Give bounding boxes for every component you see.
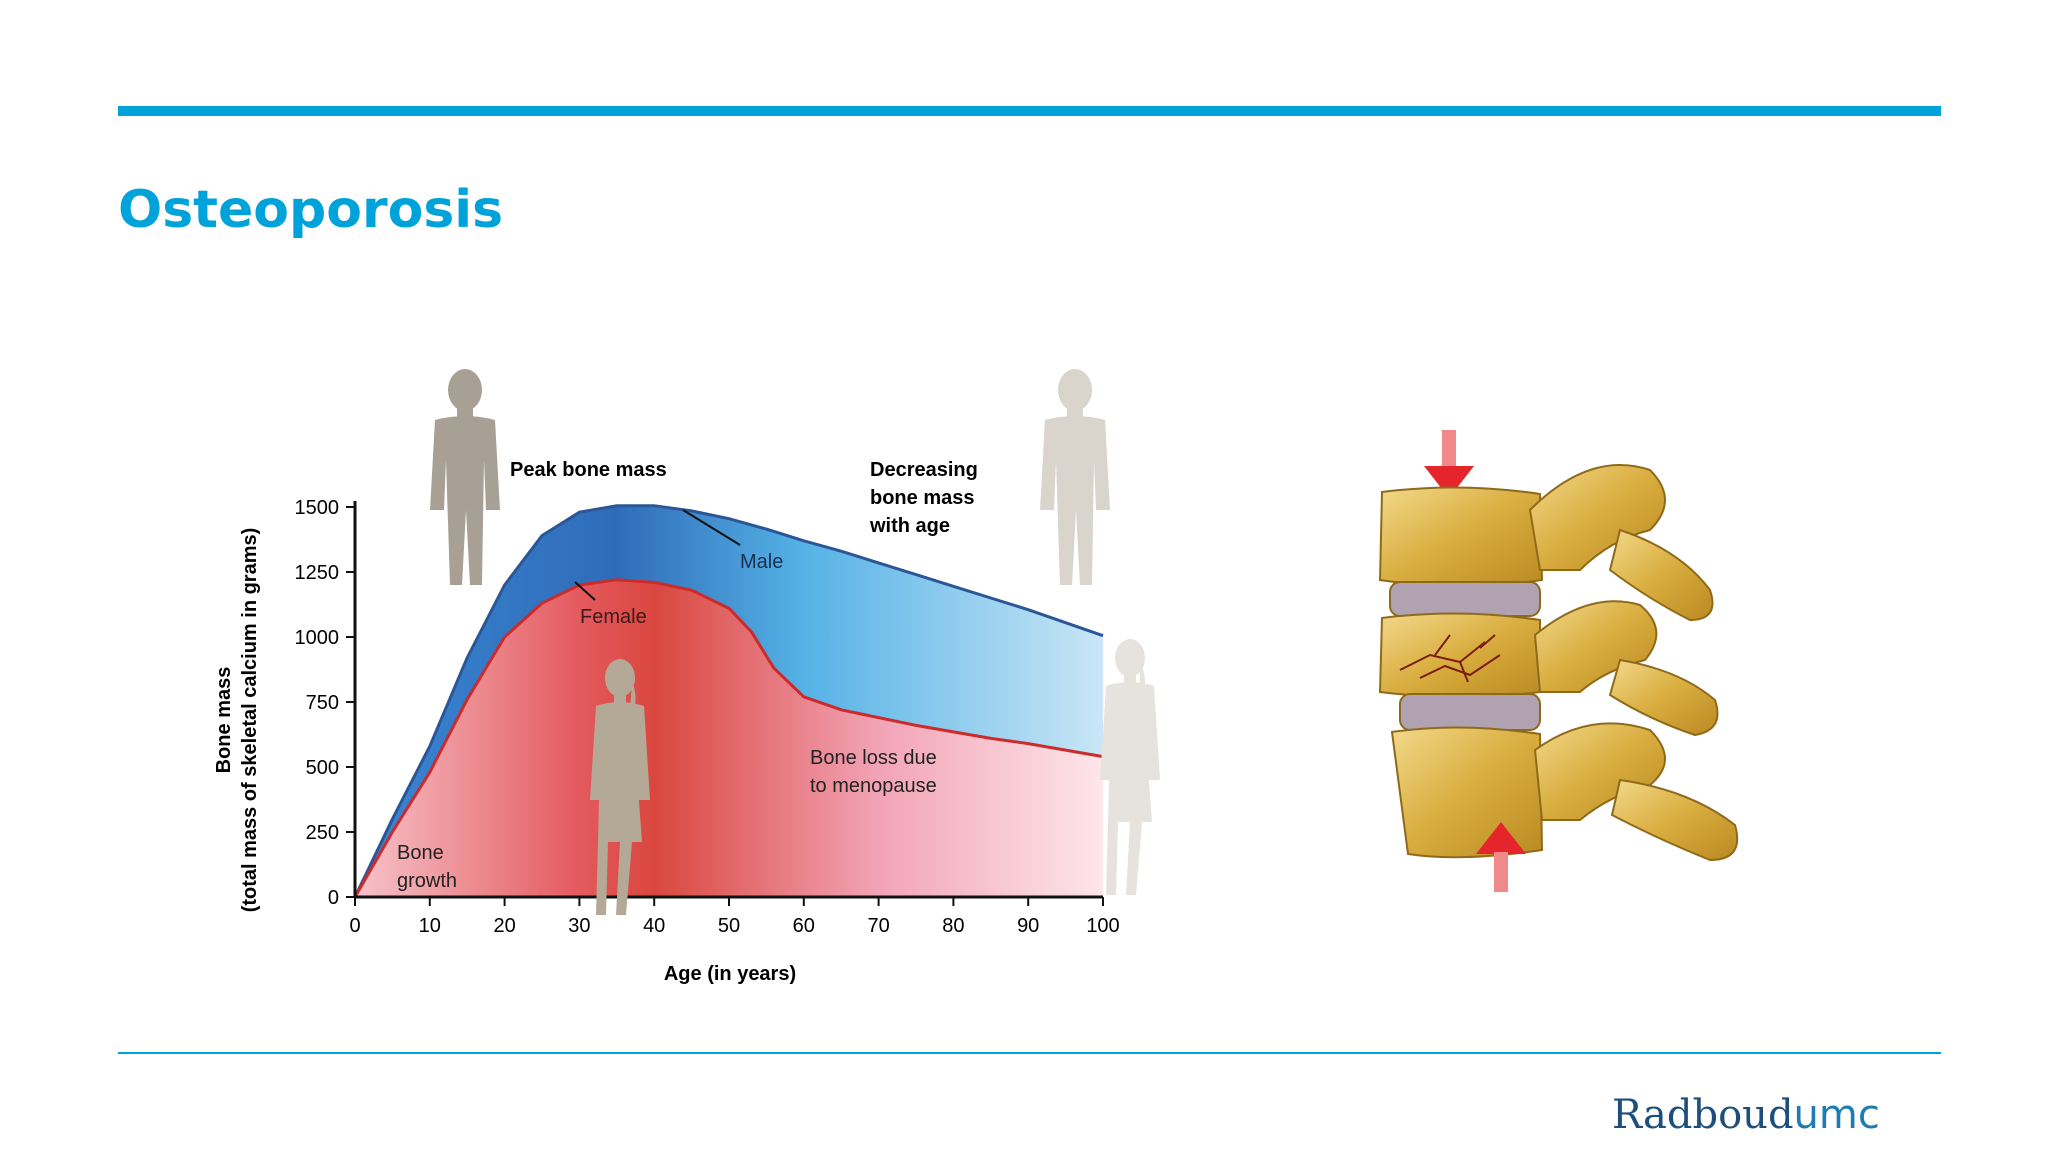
title-accent-bar <box>118 106 1941 116</box>
menopause-label-line1: Bone loss due <box>810 747 937 769</box>
female-series-line <box>353 578 1104 898</box>
y-tick-label: 0 <box>328 887 339 909</box>
female-leader-line <box>574 581 596 601</box>
bone-growth-label-line2: growth <box>397 870 457 892</box>
peak-bone-mass-label: Peak bone mass <box>510 459 667 481</box>
y-tick-label: 1500 <box>295 497 340 519</box>
vertebra-stack-icon <box>1378 464 1739 862</box>
radboudumc-logo: Radboudumc <box>1612 1092 1880 1138</box>
x-tick-label: 50 <box>718 915 740 937</box>
y-tick-label: 1250 <box>295 562 340 584</box>
compression-arrow-top-icon <box>1424 430 1474 498</box>
y-tick-label: 250 <box>306 822 339 844</box>
slide-title: Osteoporosis <box>118 180 504 240</box>
x-tick-label: 60 <box>793 915 815 937</box>
female-bone-mass-area <box>355 579 1103 897</box>
male-figure-old-icon <box>1040 369 1110 585</box>
y-tick-label: 750 <box>306 692 339 714</box>
x-tick-label: 70 <box>867 915 889 937</box>
compression-arrow-bottom-icon <box>1476 822 1526 892</box>
decreasing-label-line1: Decreasing <box>870 459 978 481</box>
decreasing-label-line2: bone mass <box>870 487 974 509</box>
x-tick-label: 30 <box>568 915 590 937</box>
y-axis-title-line1: Bone mass <box>213 667 235 774</box>
female-series-label: Female <box>580 606 647 628</box>
x-tick-label: 20 <box>493 915 515 937</box>
x-tick-label: 40 <box>643 915 665 937</box>
y-tick-label: 500 <box>306 757 339 779</box>
y-tick-label: 1000 <box>295 627 340 649</box>
x-tick-label: 100 <box>1086 915 1119 937</box>
x-axis-title: Age (in years) <box>664 963 796 985</box>
footer-divider <box>118 1052 1941 1054</box>
fracture-crack-icon <box>1399 634 1501 683</box>
male-leader-line <box>682 509 741 546</box>
x-tick-label: 80 <box>942 915 964 937</box>
x-tick-label: 90 <box>1017 915 1039 937</box>
x-tick-label: 0 <box>349 915 360 937</box>
male-figure-young-icon <box>430 369 500 585</box>
male-series-label: Male <box>740 551 783 573</box>
x-tick-label: 10 <box>419 915 441 937</box>
menopause-label-line2: to menopause <box>810 775 937 797</box>
male-series-line <box>353 504 1104 898</box>
decreasing-label-line3: with age <box>869 515 950 537</box>
female-figure-old-icon <box>1100 639 1160 895</box>
bone-growth-label-line1: Bone <box>397 842 444 864</box>
female-figure-young-icon <box>590 659 650 915</box>
y-axis-title-line2: (total mass of skeletal calcium in grams… <box>239 528 261 913</box>
vertebral-fracture-illustration <box>1378 430 1739 892</box>
